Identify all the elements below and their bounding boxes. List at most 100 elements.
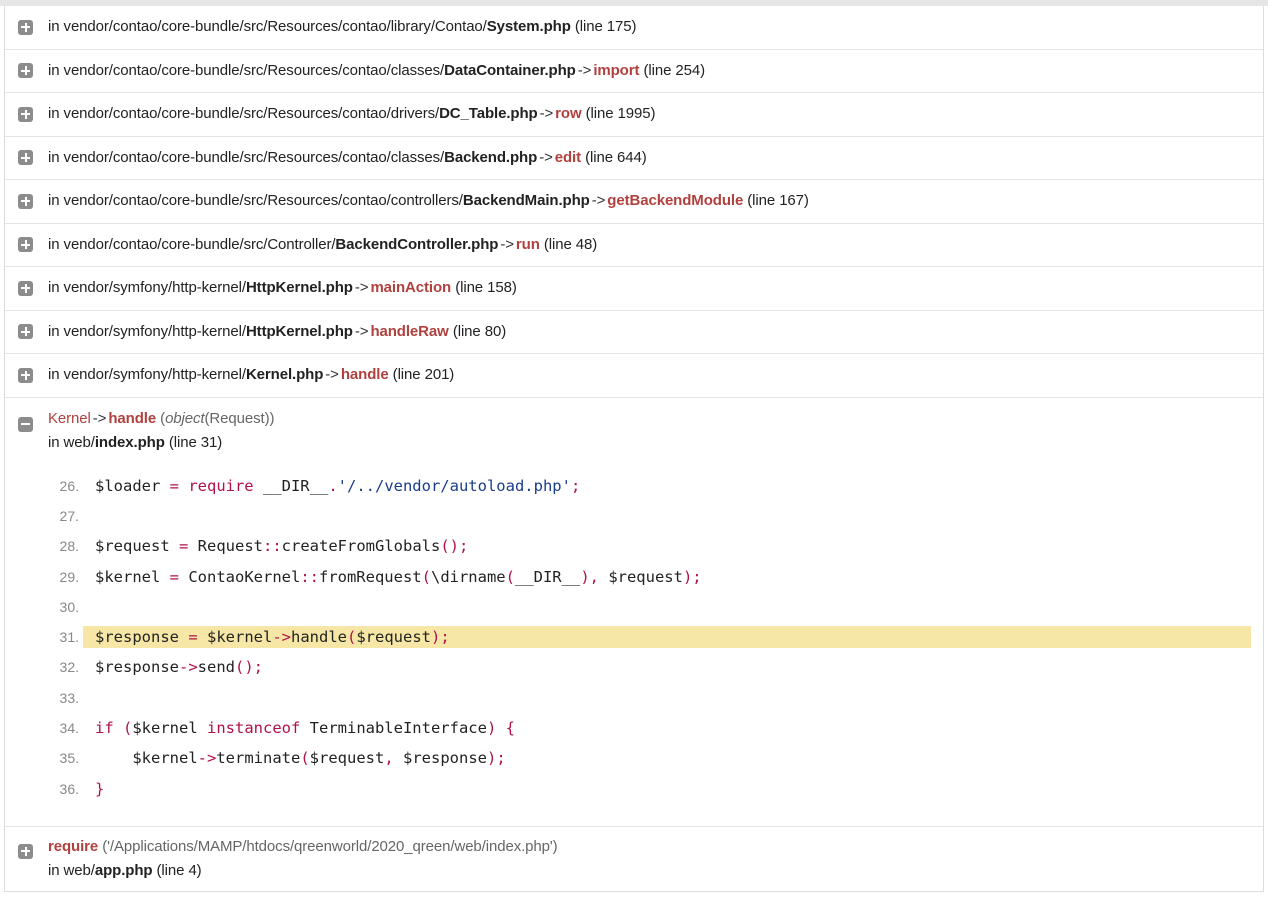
loc-file: index.php xyxy=(94,433,165,451)
frame-class: Kernel xyxy=(48,409,91,427)
trace-frame[interactable]: in vendor/symfony/http-kernel/HttpKernel… xyxy=(5,267,1263,311)
code-token: ( xyxy=(505,567,515,586)
require-method: require xyxy=(48,837,99,855)
frame-line: (line 175) xyxy=(574,18,637,36)
collapse-toggle-icon[interactable] xyxy=(18,416,33,432)
frame-path: in vendor/contao/core-bundle/src/Resourc… xyxy=(48,18,487,36)
frame-file: BackendMain.php xyxy=(462,192,590,210)
code-text: $response = $kernel->handle($request); xyxy=(83,626,1251,649)
frame-line: (line 158) xyxy=(455,279,517,297)
frame-file: HttpKernel.php xyxy=(245,322,353,340)
code-token: -> xyxy=(197,749,217,768)
frame-method: handleRaw xyxy=(370,322,449,340)
frame-method: row xyxy=(555,105,582,123)
code-token: $kernel xyxy=(95,749,198,768)
code-snippet: 26.$loader = require __DIR__.'/../vendor… xyxy=(53,471,1251,804)
trace-frame[interactable]: in vendor/contao/core-bundle/src/Resourc… xyxy=(5,93,1263,137)
frame-arrow: -> xyxy=(539,105,554,123)
expand-toggle-icon[interactable] xyxy=(18,367,33,383)
frame-method: handle xyxy=(108,409,157,427)
code-token: ( xyxy=(123,719,133,738)
trace-frame[interactable]: in vendor/contao/core-bundle/src/Control… xyxy=(5,224,1263,267)
expand-toggle-icon[interactable] xyxy=(18,237,33,253)
frame-file: BackendController.php xyxy=(335,235,499,253)
expand-toggle-icon[interactable] xyxy=(18,280,33,296)
frame-text: in vendor/contao/core-bundle/src/Resourc… xyxy=(48,148,647,168)
frame-file: DataContainer.php xyxy=(444,61,576,79)
expand-toggle-icon[interactable] xyxy=(18,19,33,35)
frame-method: getBackendModule xyxy=(607,192,744,210)
line-number: 26. xyxy=(59,477,79,494)
code-line: 35. $kernel->terminate($request, $respon… xyxy=(53,743,1251,773)
line-number: 33. xyxy=(59,689,79,706)
code-token: $request xyxy=(356,628,431,647)
code-line: 29.$kernel = ContaoKernel::fromRequest(\… xyxy=(53,561,1251,591)
frame-line: (line 1995) xyxy=(585,105,656,123)
code-line: 32.$response->send(); xyxy=(53,652,1251,682)
frame-text: in vendor/symfony/http-kernel/HttpKernel… xyxy=(48,322,506,342)
line-number: 27. xyxy=(59,507,79,524)
frame-file: Kernel.php xyxy=(245,366,324,384)
code-token: -> xyxy=(179,658,198,677)
code-token: TerminableInterface xyxy=(309,719,487,738)
expanded-frame: Kernel->handle (object(Request)) in web/… xyxy=(5,398,1263,827)
code-token: '/../vendor/autoload.php' xyxy=(337,476,571,495)
loc-line: (line 31) xyxy=(168,433,223,451)
expand-toggle-icon[interactable] xyxy=(18,106,33,122)
args-open: ( xyxy=(160,409,166,427)
code-token: Request xyxy=(197,537,263,556)
frame-file: HttpKernel.php xyxy=(245,279,353,297)
frame-text: in vendor/symfony/http-kernel/HttpKernel… xyxy=(48,278,517,298)
frame-method: edit xyxy=(554,148,582,166)
trace-frame[interactable]: in vendor/contao/core-bundle/src/Resourc… xyxy=(5,137,1263,180)
frame-path: in vendor/contao/core-bundle/src/Control… xyxy=(48,235,336,253)
code-token: ), xyxy=(580,567,609,586)
frame-method: mainAction xyxy=(370,279,452,297)
code-token: ) { xyxy=(486,719,515,738)
code-token: instanceof xyxy=(207,719,310,738)
trace-frame[interactable]: in vendor/contao/core-bundle/src/Resourc… xyxy=(5,6,1263,50)
code-text xyxy=(95,596,1251,618)
frame-method: import xyxy=(593,61,640,79)
trace-frame[interactable]: in vendor/contao/core-bundle/src/Resourc… xyxy=(5,180,1263,224)
code-token: \dirname xyxy=(430,567,506,586)
expand-toggle-icon[interactable] xyxy=(18,193,33,209)
expand-toggle-icon[interactable] xyxy=(18,843,33,859)
expand-toggle-icon[interactable] xyxy=(18,63,33,79)
frame-file: System.php xyxy=(486,18,571,36)
expand-toggle-icon[interactable] xyxy=(18,324,33,340)
line-number: 36. xyxy=(59,780,79,797)
stack-trace: in vendor/contao/core-bundle/src/Resourc… xyxy=(4,6,1264,892)
code-token: -> xyxy=(272,628,291,647)
code-token: (); xyxy=(235,658,263,677)
code-token: ; xyxy=(570,476,581,495)
code-text: if ($kernel instanceof TerminableInterfa… xyxy=(95,717,1251,739)
trace-frame[interactable]: in vendor/contao/core-bundle/src/Resourc… xyxy=(5,50,1263,93)
frame-text: in vendor/contao/core-bundle/src/Resourc… xyxy=(48,104,656,124)
code-token: $request xyxy=(95,537,179,556)
frame-line: (line 201) xyxy=(392,366,455,384)
code-token: $response xyxy=(95,658,179,677)
require-loc-line: (line 4) xyxy=(156,861,202,879)
code-token: :: xyxy=(300,567,319,586)
code-token: handle xyxy=(291,628,347,647)
code-token: = xyxy=(179,537,198,556)
expand-toggle-icon[interactable] xyxy=(18,150,33,166)
code-line: 27. xyxy=(53,501,1251,531)
trace-frame[interactable]: in vendor/symfony/http-kernel/HttpKernel… xyxy=(5,311,1263,354)
frame-method: run xyxy=(515,235,540,253)
code-token: $response xyxy=(95,628,189,647)
code-line: 30. xyxy=(53,592,1251,622)
frame-line: (line 167) xyxy=(747,192,809,210)
code-token: ( xyxy=(300,749,310,768)
code-token: = require xyxy=(169,476,263,495)
code-line: 34.if ($kernel instanceof TerminableInte… xyxy=(53,713,1251,743)
code-line: 26.$loader = require __DIR__.'/../vendor… xyxy=(53,471,1251,501)
frame-path: in vendor/contao/core-bundle/src/Resourc… xyxy=(48,61,445,79)
trace-frame[interactable]: in vendor/symfony/http-kernel/Kernel.php… xyxy=(5,354,1263,398)
frame-text: in vendor/symfony/http-kernel/Kernel.php… xyxy=(48,365,454,385)
code-token: $kernel xyxy=(95,567,170,586)
frame-text: in vendor/contao/core-bundle/src/Resourc… xyxy=(48,61,705,81)
code-token: , xyxy=(384,749,403,768)
frame-arrow: -> xyxy=(539,148,553,166)
